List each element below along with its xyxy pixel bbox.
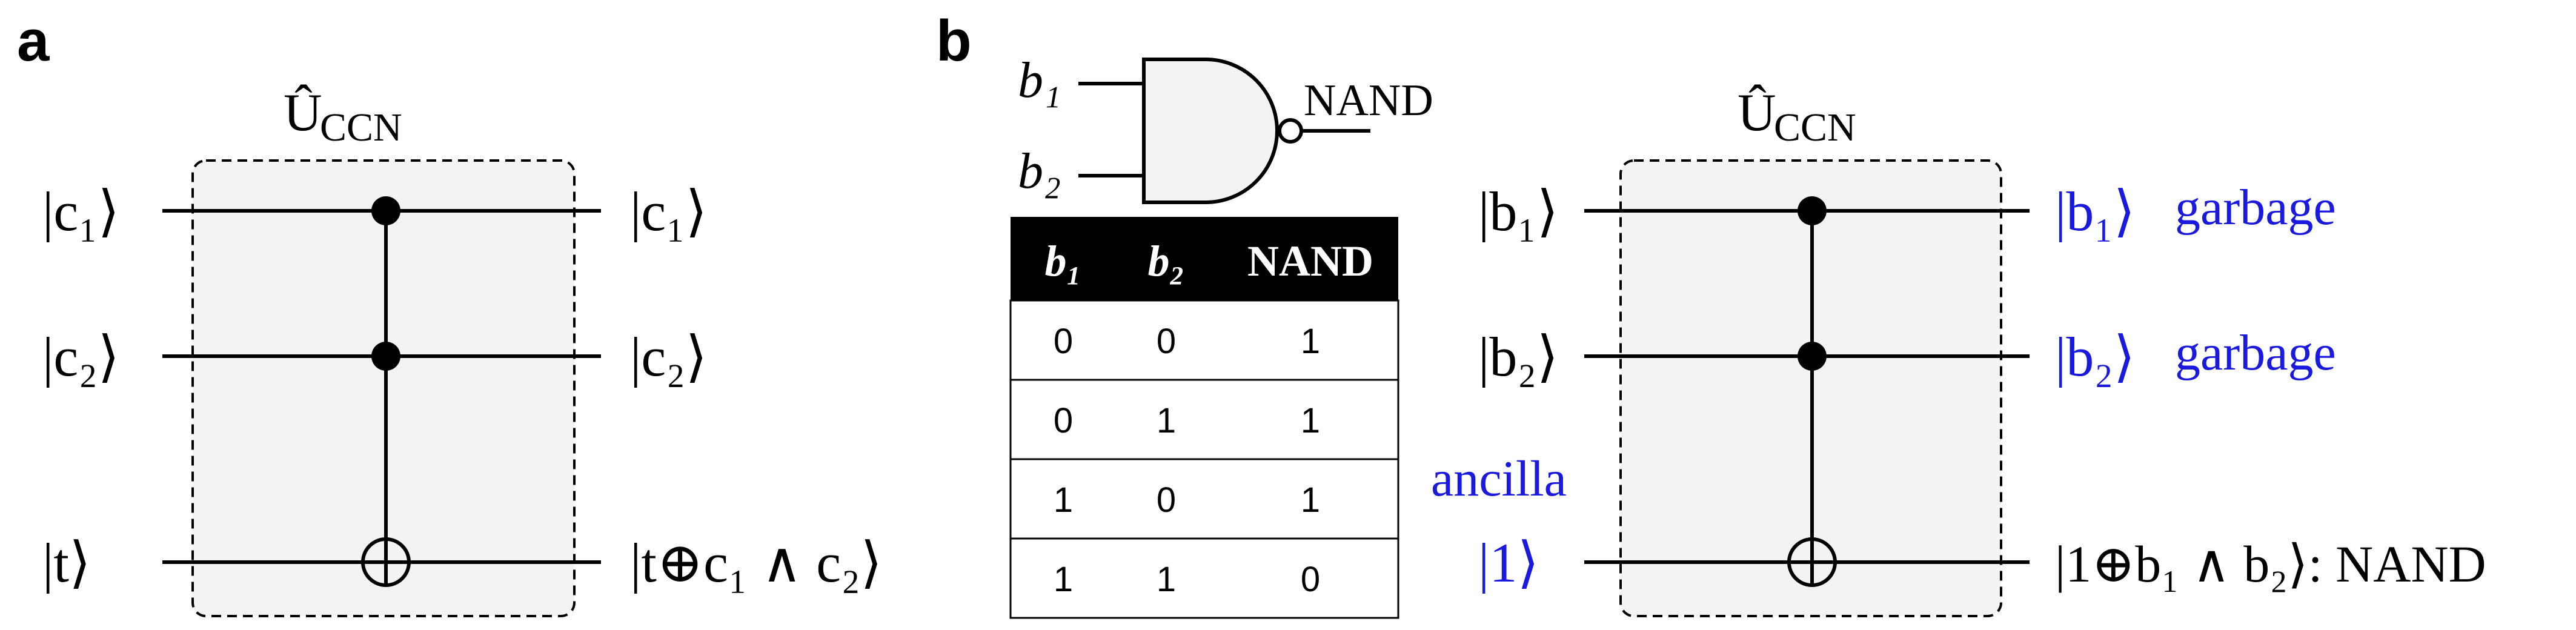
nand-gate-icon [1078,58,1370,204]
input-ket-b2: |b₂⟩ [1478,326,1558,388]
control-dot-c1 [371,196,400,225]
table-cell: 1 [1054,480,1073,520]
output-ket-b2: |b₂⟩ [2055,326,2135,388]
table-cell: 1 [1157,560,1176,599]
table-cell: 0 [1157,322,1176,361]
output-ket-nand: |1⊕b₁ ∧ b₂⟩: NAND [2055,535,2486,593]
table-cell: 1 [1157,401,1176,440]
gate-subscript: CCN [320,105,402,150]
truth-table-header-row [1011,217,1398,300]
table-cell: 0 [1157,480,1176,520]
control-dot-b2 [1798,342,1827,371]
gate-symbol: Û [284,84,322,142]
input-ket-c1: |c₁⟩ [42,181,119,242]
target-xor-icon-a [361,537,411,587]
table-cell: 0 [1054,322,1073,361]
output-ket-c2: |c₂⟩ [630,326,707,388]
input-ket-c2: |c₂⟩ [42,326,119,388]
gate-box-a [191,159,576,617]
input-ket-b1: |b₁⟩ [1478,181,1558,242]
input-ket-ancilla: |1⟩ [1478,532,1539,594]
gate-symbol: Û [1738,84,1776,142]
truth-table: b₁ b₂ NAND 0 0 1 0 1 1 1 0 1 1 1 0 [1009,217,1399,619]
header-b1: b₁ [1044,237,1081,285]
gate-subscript: CCN [1774,105,1856,150]
panel-a-gate-title: Û CCN [284,84,402,150]
table-cell: 0 [1054,401,1073,440]
input-ket-t: |t⟩ [42,532,91,594]
panel-b-gate-title: Û CCN [1738,84,1856,150]
nand-input-b2: b₂ [1018,143,1061,199]
table-cell: 1 [1054,560,1073,599]
output-ket-b1: |b₁⟩ [2055,181,2135,242]
table-cell: 1 [1301,401,1320,440]
ancilla-label: ancilla [1431,451,1567,507]
output-ket-t: |t⊕c₁ ∧ c₂⟩ [630,532,882,594]
table-cell: 1 [1301,480,1320,520]
control-dot-c2 [371,342,400,371]
nand-output-label: NAND [1304,76,1433,125]
nand-input-b1: b₁ [1018,52,1061,108]
control-dot-b1 [1798,196,1827,225]
output-ket-c1: |c₁⟩ [630,181,707,242]
garbage-label-1: garbage [2175,179,2336,236]
garbage-label-2: garbage [2175,325,2336,381]
target-xor-icon-b [1787,537,1837,587]
header-nand: NAND [1247,237,1373,285]
table-cell: 1 [1301,322,1320,361]
panel-label-a: a [17,8,50,73]
table-cell: 0 [1301,560,1320,599]
header-b2: b₂ [1147,237,1184,285]
panel-label-b: b [936,8,972,73]
